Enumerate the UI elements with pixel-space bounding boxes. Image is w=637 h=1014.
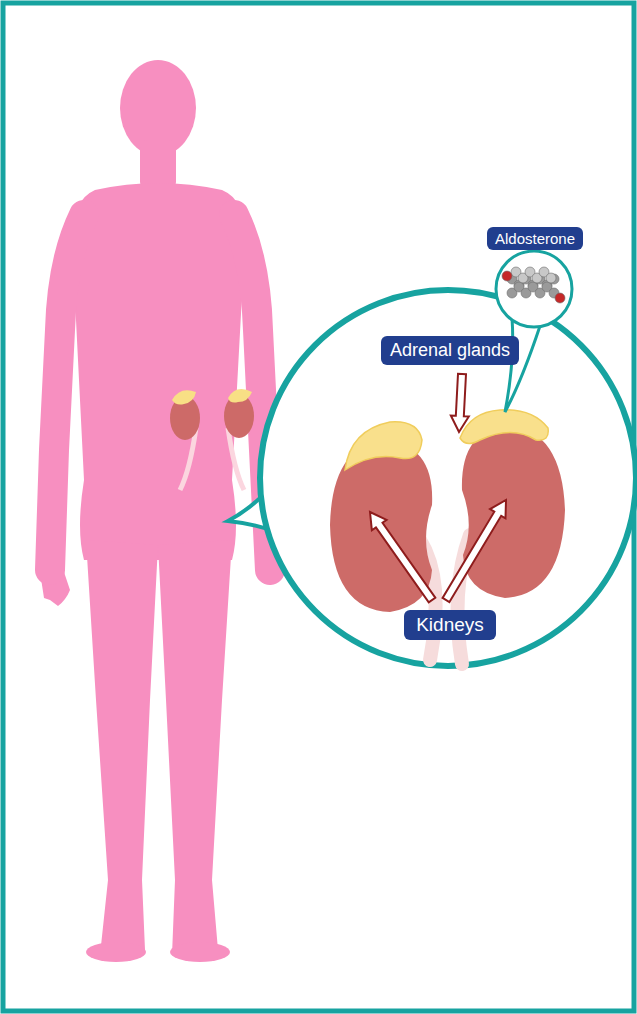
label-text: Aldosterone: [495, 230, 575, 247]
aldosterone-bubble-tail: [505, 318, 540, 412]
small-organs: [170, 389, 254, 490]
leader-arrow: [443, 500, 506, 602]
leader-arrow: [370, 512, 435, 602]
leader-arrows: [370, 374, 506, 603]
hormone-label: Aldosterone: [487, 227, 583, 250]
label-text: Adrenal glands: [390, 340, 510, 361]
leader-arrow: [451, 374, 469, 432]
aldosterone-bubble: [496, 251, 572, 327]
organ-label: Kidneys: [404, 610, 496, 640]
molecule-model: [502, 267, 565, 303]
human-silhouette: [40, 60, 245, 962]
organ-label: Adrenal glands: [381, 336, 519, 365]
zoom-circle: [260, 290, 636, 666]
adrenal-glands-illustration: [345, 410, 548, 470]
label-text: Kidneys: [416, 614, 484, 636]
